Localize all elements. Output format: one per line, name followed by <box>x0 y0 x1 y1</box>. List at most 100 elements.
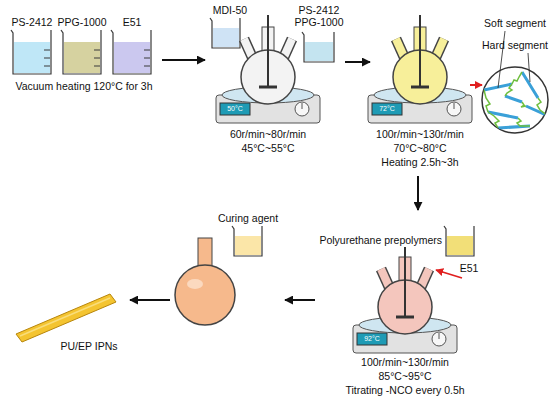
beaker-outline <box>111 30 151 74</box>
paddle <box>411 86 429 89</box>
segments <box>484 72 548 128</box>
callout-label: Soft segment <box>482 17 548 30</box>
product-strip <box>16 294 116 342</box>
beaker-label: Curing agent <box>213 212 283 225</box>
product-strip: PU/EP IPNs <box>12 280 130 354</box>
soft-segment <box>505 84 512 96</box>
curing-flask: Curing agent <box>170 208 285 340</box>
beaker-label: PS-2412 PPG-1000 <box>293 4 345 28</box>
zoom-circle <box>482 67 548 133</box>
soft-segment <box>537 98 548 116</box>
paddle <box>396 316 414 319</box>
liquid <box>305 42 333 61</box>
stirrer-reactor <box>353 247 457 353</box>
leader-line <box>528 53 530 82</box>
liquid <box>235 236 261 255</box>
reagent-beaker: MDI-50 <box>208 4 252 52</box>
graduation <box>94 50 100 66</box>
stirring-rod <box>267 15 269 87</box>
flask <box>175 265 235 325</box>
soft-segment <box>521 102 526 107</box>
beaker-label: E51 <box>107 16 157 29</box>
knob <box>295 102 309 116</box>
process-note: Heating 2.5h~3h <box>370 156 470 169</box>
process-note: Vacuum heating 120°C for 3h <box>6 80 162 93</box>
display <box>372 103 402 115</box>
flow-arrow <box>285 299 315 301</box>
beaker <box>302 32 334 62</box>
liquid <box>447 236 473 255</box>
strip-highlight <box>20 298 110 336</box>
graduation <box>144 50 150 66</box>
beaker-outline <box>11 30 51 74</box>
stirring-rod <box>419 15 421 87</box>
stirring-rod <box>404 247 406 317</box>
paddle <box>259 86 277 89</box>
beaker-label: PPG-1000 <box>57 16 107 29</box>
display-reading: 72°C <box>372 103 402 115</box>
stirrer-reactor: 50°C 60r/min~80r/min45°C~55°C MDI-50 PS-241… <box>205 4 345 160</box>
beaker-set: PS-2412PPG-1000E51Vacuum heating 120°C f… <box>6 14 162 96</box>
stirrer-reactor: 92°C 100r/min~130r/min85°C~95°CTitrating … <box>315 210 495 406</box>
process-note: 85°C~95°C <box>315 370 495 383</box>
knob-mark <box>454 103 455 109</box>
process-note: Titrating -NCO every 0.5h <box>315 384 495 397</box>
beaker-label: MDI-50 <box>208 4 252 17</box>
highlight <box>187 279 203 289</box>
knob-mark <box>302 103 303 109</box>
reagent-beaker: PS-2412 PPG-1000 <box>293 4 345 66</box>
beaker-outline <box>444 226 474 256</box>
flow-arrow <box>470 84 482 86</box>
stirrer-reactor: 72°C 100r/min~130r/min70°C~80°CHeating 2.… <box>370 30 470 176</box>
beaker <box>210 18 240 48</box>
beaker-outline <box>232 226 262 256</box>
product-label: PU/EP IPNs <box>48 340 130 353</box>
beaker-label: Polyurethane prepolymers <box>318 234 442 247</box>
beaker <box>61 30 101 74</box>
feed-arrow <box>436 270 462 278</box>
liquid <box>64 42 100 73</box>
beaker <box>11 30 51 74</box>
knob <box>432 332 446 346</box>
knob-mark <box>439 333 440 339</box>
graduation <box>44 50 50 66</box>
stirrer-reactor <box>216 15 320 123</box>
display-reading: 50°C <box>220 103 250 115</box>
display-reading: 92°C <box>357 333 387 345</box>
display <box>220 103 250 115</box>
soft-segment <box>484 90 490 112</box>
liquid <box>213 28 239 47</box>
display <box>357 333 387 345</box>
flow-arrow <box>345 61 370 63</box>
liquid <box>14 42 50 73</box>
flow-arrow <box>417 176 419 210</box>
process-note: 70°C~80°C <box>370 142 470 155</box>
beaker <box>444 226 474 256</box>
hard-segment <box>484 72 548 128</box>
round-flask <box>175 238 235 325</box>
flow-arrow <box>130 299 170 301</box>
knob <box>447 102 461 116</box>
beaker-outline <box>210 18 240 48</box>
process-note: 60r/min~80r/min <box>205 128 331 141</box>
beaker-outline <box>61 30 101 74</box>
segment-circle: Soft segmentHard segment <box>482 67 548 133</box>
microstructure <box>482 31 548 133</box>
beaker <box>111 30 151 74</box>
feed-label: E51 <box>456 262 482 275</box>
stirrer-reactor <box>368 15 472 123</box>
reagent-beaker: Polyurethane prepolymers <box>318 226 480 260</box>
beaker-label: PS-2412 <box>7 16 57 29</box>
process-note: 100r/min~130r/min <box>315 356 495 369</box>
process-note: 100r/min~130r/min <box>370 128 470 141</box>
flow-arrow <box>162 59 205 61</box>
soft-segment <box>488 112 499 128</box>
liquid <box>114 42 150 73</box>
beaker-outline <box>302 32 334 62</box>
process-note: 45°C~55°C <box>205 142 331 155</box>
callout-label: Hard segment <box>482 39 548 52</box>
soft-segment <box>517 118 530 126</box>
soft-segment <box>512 72 522 84</box>
beaker <box>232 226 262 256</box>
